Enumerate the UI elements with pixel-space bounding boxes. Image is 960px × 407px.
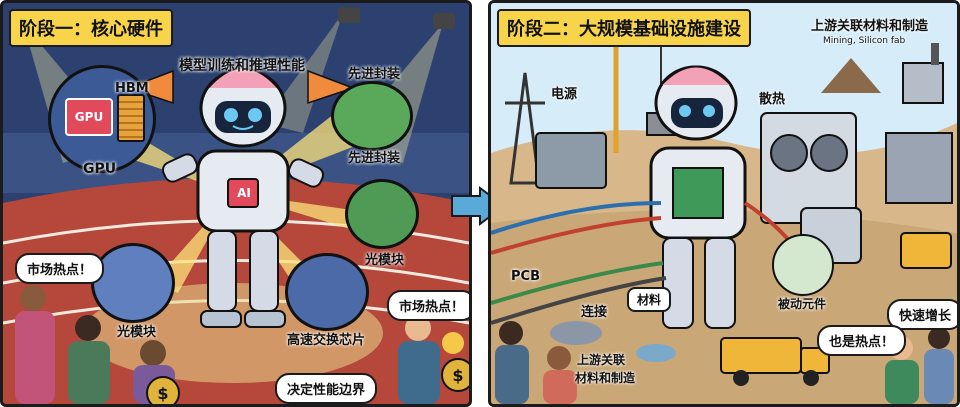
gpu-label: GPU xyxy=(83,161,117,177)
mining-silicon-fab-label: Mining, Silicon fab xyxy=(823,36,906,46)
market-hot-bubble-left: 市场热点！ xyxy=(15,253,105,284)
left-panel-title: 阶段一：核心硬件 xyxy=(9,9,173,47)
upstream-materials-title: 上游关联材料和制造 xyxy=(811,19,929,34)
training-performance-caption: 模型训练和推理性能 xyxy=(179,58,305,74)
gpu-hbm-circle: GPU xyxy=(48,65,156,173)
rapid-growth-bubble: 快速增长 xyxy=(887,299,957,330)
ai-chip-label: AI xyxy=(237,186,251,200)
left-panel-core-hardware: $ $ 阶段一：核心硬件 模型训练和推理性能 GPU HBM GPU AI 先进… xyxy=(0,0,472,407)
gpu-chip-label: GPU xyxy=(74,110,104,124)
optical-module-label-left: 光模块 xyxy=(117,325,157,340)
passive-components-label: 被动元件 xyxy=(778,297,827,311)
right-panel-title: 阶段二：大规模基础设施建设 xyxy=(497,9,751,47)
advanced-packaging-label-top: 先进封装 xyxy=(348,67,401,82)
also-hot-bubble: 也是热点！ xyxy=(817,325,907,356)
connect-label: 连接 xyxy=(581,305,608,320)
market-hot-bubble-right: 市场热点！ xyxy=(387,290,469,321)
cooling-label: 散热 xyxy=(759,92,786,107)
svg-text:$: $ xyxy=(157,384,168,403)
power-label: 电源 xyxy=(551,87,578,102)
switch-chip-circle xyxy=(285,253,369,331)
switch-chip-label: 高速交换芯片 xyxy=(287,333,366,348)
gpu-chip-icon: GPU xyxy=(65,98,113,136)
svg-text:$: $ xyxy=(452,366,463,385)
pcb-label: PCB xyxy=(511,269,540,284)
hbm-stack-icon xyxy=(117,94,145,142)
optical-module-right-circle xyxy=(345,179,419,249)
advanced-packaging-label-bottom: 先进封装 xyxy=(348,151,401,166)
advanced-packaging-circle xyxy=(331,81,413,151)
materials-bubble: 材料 xyxy=(627,287,672,312)
optical-module-label-right: 光模块 xyxy=(365,253,405,268)
decides-boundary-bubble: 决定性能边界 xyxy=(275,373,378,404)
optical-module-left-circle xyxy=(91,243,175,323)
upstream-bottom-label-1: 上游关联 xyxy=(577,353,626,367)
upstream-bottom-label-2: 材料和制造 xyxy=(575,371,636,385)
right-panel-infrastructure: 阶段二：大规模基础设施建设 上游关联材料和制造 Mining, Silicon … xyxy=(488,0,960,407)
hbm-label: HBM xyxy=(115,81,149,96)
